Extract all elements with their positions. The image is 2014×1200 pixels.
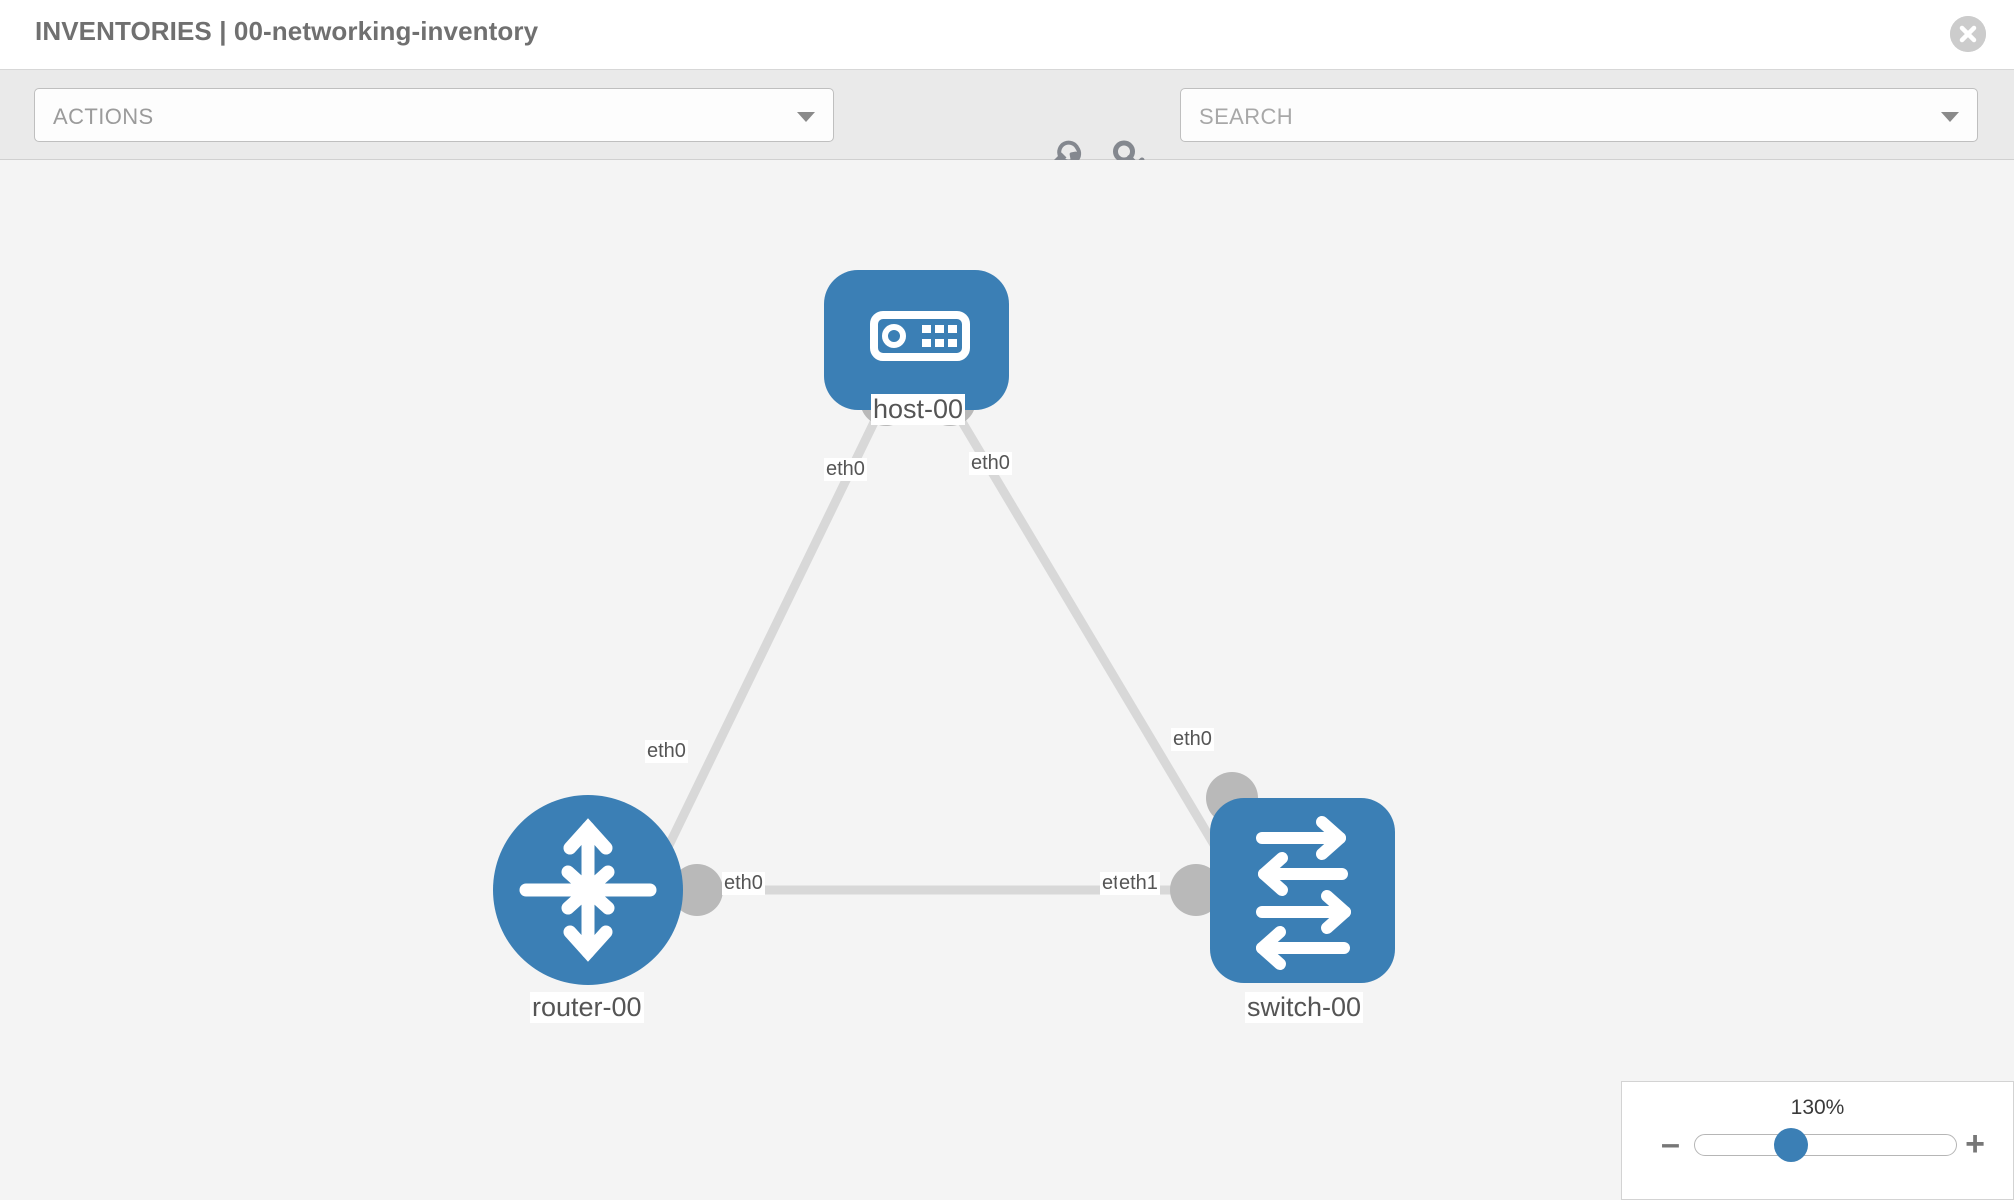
- edge-label-host00-right: eth0: [969, 452, 1012, 475]
- edge-label-router00-eth0: eth0: [722, 872, 765, 895]
- search-input[interactable]: SEARCH: [1180, 88, 1978, 142]
- topology-graph: [493, 270, 1395, 985]
- node-label-router-00: router-00: [530, 992, 644, 1023]
- page-header: INVENTORIES | 00-networking-inventory: [0, 0, 2014, 70]
- graph-ports: [671, 374, 1258, 916]
- search-placeholder: SEARCH: [1199, 104, 1294, 129]
- port-switch00-eth1: [1170, 864, 1222, 916]
- chevron-down-icon[interactable]: [1941, 112, 1959, 122]
- zoom-control-panel: 130% – +: [1621, 1081, 2014, 1200]
- chevron-down-icon: [797, 112, 815, 122]
- page-title: INVENTORIES | 00-networking-inventory: [35, 16, 539, 46]
- edge-label-switch00-eth1: eth1: [1117, 872, 1160, 895]
- zoom-level-value: 130%: [1790, 1096, 1845, 1119]
- close-icon[interactable]: [1950, 16, 1986, 52]
- node-router-00[interactable]: [493, 795, 683, 985]
- node-switch-00[interactable]: [1210, 798, 1395, 983]
- port-router00-eth0: [671, 864, 723, 916]
- edge-label-host00-left: eth0: [824, 458, 867, 481]
- router-arrows-icon: [519, 818, 657, 962]
- node-label-host-00: host-00: [871, 394, 966, 425]
- node-host-00[interactable]: [824, 270, 1009, 410]
- actions-dropdown-label: ACTIONS: [53, 104, 154, 129]
- edge-host00-switch00: [951, 407, 1254, 908]
- node-label-switch-00: switch-00: [1245, 992, 1364, 1023]
- zoom-slider-thumb[interactable]: [1774, 1128, 1808, 1162]
- switch-arrows-icon: [1256, 816, 1351, 970]
- actions-dropdown[interactable]: ACTIONS: [34, 88, 834, 142]
- topology-canvas[interactable]: host-00 router-00 switch-00 eth0 eth0 et…: [0, 160, 2014, 1200]
- zoom-out-button[interactable]: –: [1661, 1125, 1680, 1163]
- zoom-in-button[interactable]: +: [1965, 1125, 1985, 1163]
- server-icon: [870, 311, 970, 361]
- edge-label-switch00-uplink: eth0: [1171, 728, 1214, 751]
- edge-host00-router00: [635, 408, 885, 907]
- edge-label-router00-uplink: eth0: [645, 740, 688, 763]
- graph-edges: [635, 407, 1254, 908]
- zoom-slider-track[interactable]: [1694, 1134, 1957, 1156]
- toolbar: ACTIONS SEARCH: [0, 70, 2014, 175]
